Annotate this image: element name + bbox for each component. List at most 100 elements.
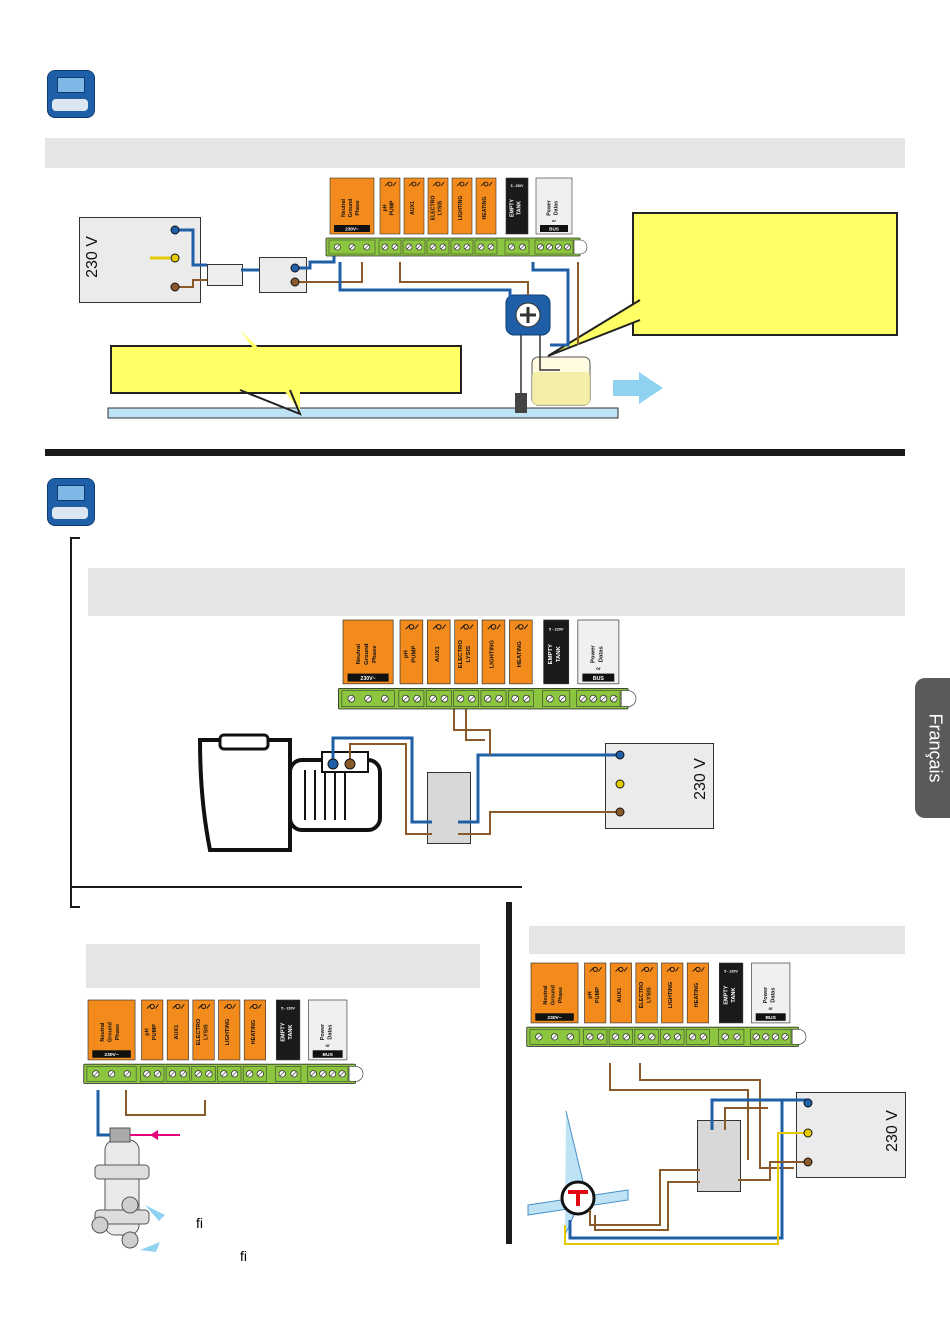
module-label: LIGHTING <box>225 1019 231 1046</box>
module-label: PUMP <box>411 646 417 663</box>
module-label: Power <box>590 645 596 663</box>
module-label: pH <box>403 650 409 658</box>
module-label: Neutral <box>100 1022 106 1042</box>
terminal-module: LIGHTING <box>451 177 473 235</box>
module-footer: BUS <box>549 227 559 232</box>
module-label: LYSIS <box>438 200 444 215</box>
module-footer: BUS <box>593 676 605 682</box>
module-voltage: 5 - 220V <box>511 184 525 188</box>
module-label: LYSIS <box>646 987 652 1003</box>
module-label: LIGHTING <box>458 196 464 221</box>
module-label: ELECTRO <box>458 640 464 669</box>
module-or: or <box>326 1043 331 1048</box>
terminal-module: HEATING <box>509 619 533 685</box>
callout-empty-tank <box>632 212 898 336</box>
module-label: EMPTY <box>548 644 554 664</box>
module-label: AUX1 <box>174 1025 180 1040</box>
module-label: Datas <box>770 988 776 1003</box>
module-label: EMPTY <box>723 985 729 1004</box>
module-label: LIGHTING <box>489 640 495 669</box>
module-voltage: 5 - 220V <box>724 970 738 974</box>
module-label: Phase <box>355 200 361 215</box>
contactor-relay <box>697 1120 741 1192</box>
language-tab[interactable]: Français <box>915 678 950 818</box>
module-voltage: 5 - 220V <box>281 1007 295 1011</box>
label-fragment: fi <box>196 1215 203 1231</box>
module-footer: 230V~ <box>104 1052 118 1058</box>
module-label: Datas <box>327 1025 333 1040</box>
section3-header-band <box>86 944 480 988</box>
module-label: TANK <box>556 645 562 662</box>
label-fragment: fi <box>240 1248 247 1264</box>
section2-header-band <box>88 568 905 616</box>
module-or: or <box>552 218 556 223</box>
module-label: pH <box>587 991 593 998</box>
module-label: Neutral <box>543 985 549 1005</box>
module-label: PUMP <box>390 200 396 216</box>
module-footer: BUS <box>323 1052 334 1058</box>
module-label: Ground <box>364 643 370 665</box>
section1-header-band <box>45 138 905 168</box>
contactor-relay <box>427 772 471 844</box>
module-label: Neutral <box>341 199 347 217</box>
terminal-module: AUX1 <box>166 999 189 1061</box>
module-label: AUX1 <box>617 988 623 1003</box>
module-footer: BUS <box>766 1015 777 1021</box>
power-supply-box <box>796 1092 906 1178</box>
module-label: pH <box>144 1028 150 1035</box>
module-label: AUX1 <box>435 646 441 662</box>
module-label: Phase <box>372 645 378 663</box>
module-label: LYSIS <box>466 646 472 663</box>
section4-header-band <box>529 926 905 954</box>
water-pipe <box>107 407 619 419</box>
terminal-module: HEATING <box>243 999 266 1061</box>
module-label: Neutral <box>356 644 362 665</box>
injection-probe <box>515 393 527 413</box>
electrolysis-cell-icon <box>91 1127 150 1249</box>
flow-arrow <box>613 372 663 404</box>
three-way-valve-icon <box>527 1110 629 1236</box>
module-footer: 230V~ <box>345 227 359 232</box>
terminal-module: LIGHTING <box>481 619 506 685</box>
module-label: Datas <box>598 645 604 662</box>
module-label: LIGHTING <box>668 982 674 1009</box>
module-label: TANK <box>731 988 737 1003</box>
switch-component <box>259 257 307 293</box>
module-label: TANK <box>288 1025 294 1040</box>
module-label: ELECTRO <box>196 1018 202 1045</box>
module-label: HEATING <box>251 1020 257 1045</box>
terminal-module: HEATING <box>686 962 709 1024</box>
module-label: ELECTRO <box>431 196 437 221</box>
module-label: EMPTY <box>280 1022 286 1041</box>
controller-icon <box>47 478 95 526</box>
module-label: PUMP <box>595 987 601 1003</box>
terminal-module: AUX1 <box>427 619 451 685</box>
terminal-module: LIGHTING <box>218 999 241 1061</box>
terminal-module: AUX1 <box>403 177 425 235</box>
terminal-module: AUX1 <box>609 962 632 1024</box>
module-label: HEATING <box>482 197 488 220</box>
module-label: ELECTRO <box>639 981 645 1008</box>
module-label: PUMP <box>152 1024 158 1040</box>
module-footer: 230V~ <box>360 676 375 682</box>
module-label: Ground <box>348 199 354 218</box>
